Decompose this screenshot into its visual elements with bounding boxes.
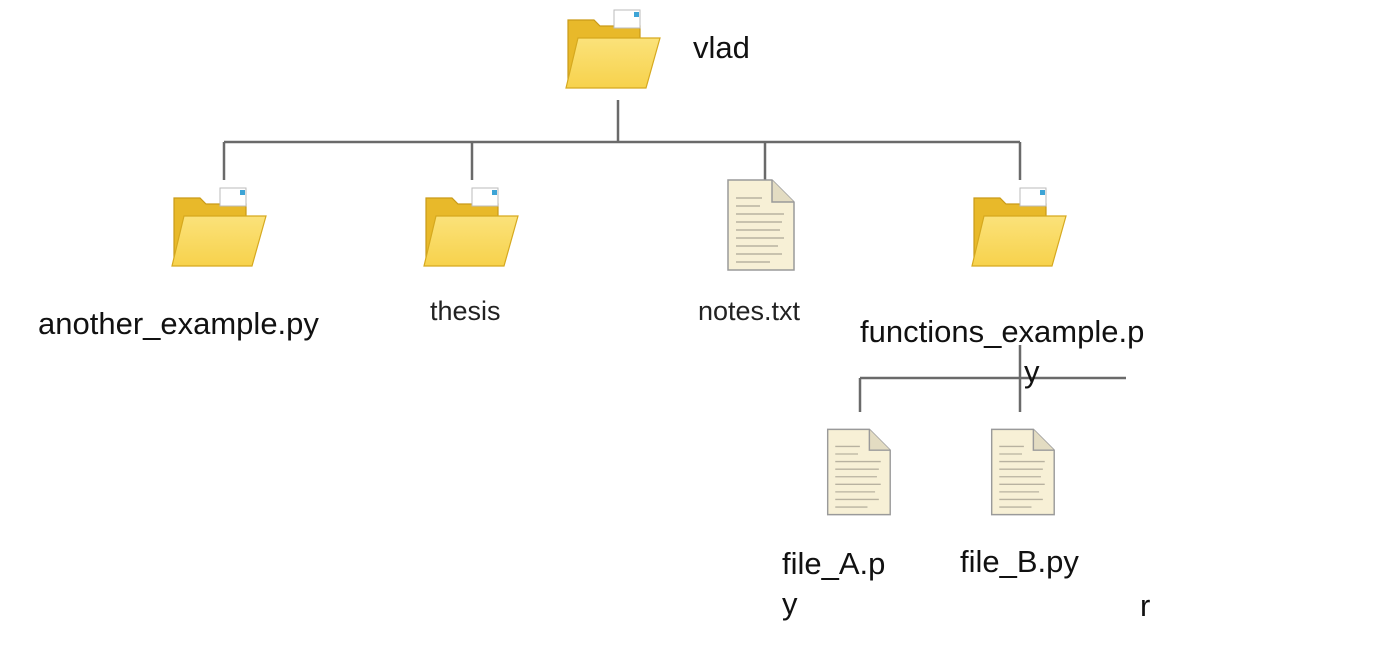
node-label-vlad: vlad — [693, 30, 750, 65]
stray-text: r — [1140, 588, 1151, 623]
node-label-notes: notes.txt — [698, 296, 801, 326]
folder-icon[interactable] — [968, 184, 1068, 268]
node-label-another-example: another_example.py — [38, 306, 319, 341]
node-label-thesis: thesis — [430, 296, 501, 326]
node-label-functions-example-line1: functions_example.p — [860, 314, 1145, 349]
node-label-file-a-line1: file_A.p — [782, 546, 886, 581]
document-icon[interactable] — [986, 424, 1058, 520]
node-label-file-a-line2: y — [782, 586, 798, 621]
folder-icon[interactable] — [420, 184, 520, 268]
document-icon[interactable] — [822, 424, 894, 520]
folder-icon[interactable] — [560, 6, 664, 90]
node-label-file-a: file_A.p y — [782, 544, 885, 624]
node-label-functions-example-line2: y — [1024, 354, 1040, 389]
node-label-functions-example: functions_example.p y — [860, 312, 1144, 392]
folder-icon[interactable] — [168, 184, 268, 268]
node-label-file-b: file_B.py — [960, 544, 1079, 579]
document-icon[interactable] — [722, 176, 798, 274]
